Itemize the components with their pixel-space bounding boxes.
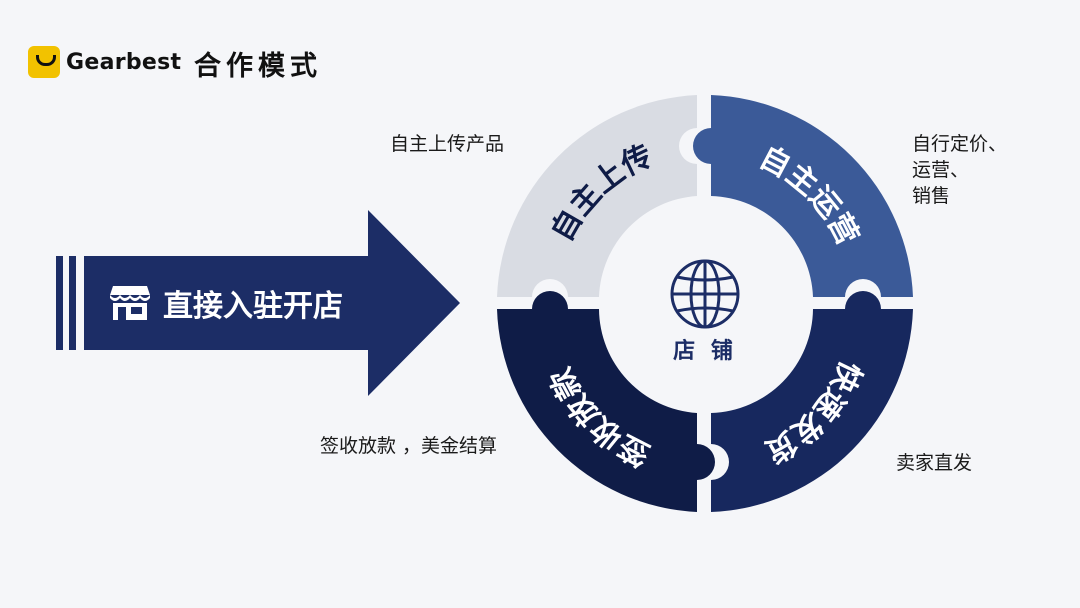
direct-entry-arrow: 直接入驻开店 <box>56 210 460 396</box>
page-title: 合作模式 <box>194 51 322 82</box>
brand-logo: Gearbest <box>28 46 181 78</box>
brand-name: Gearbest <box>66 49 182 75</box>
gearbest-logo-icon <box>28 46 60 78</box>
annotation-payout: 签收放款 ，美金结算 <box>320 435 498 457</box>
annotation-operate: 自行定价、 运营、 销售 <box>912 133 1008 207</box>
segment-operate <box>693 95 913 297</box>
segment-ship <box>711 291 913 512</box>
arrow-body <box>84 210 460 396</box>
arrow-label: 直接入驻开店 <box>163 289 343 324</box>
arrow-stripe <box>56 256 63 350</box>
segment-payout <box>497 291 715 512</box>
shop-icon <box>110 286 150 320</box>
annotation-upload: 自主上传产品 <box>390 133 505 155</box>
center-label: 店 铺 <box>673 338 737 364</box>
segment-upload <box>497 95 697 297</box>
annotation-ship: 卖家直发 <box>896 452 973 474</box>
arrow-stripe <box>69 256 76 350</box>
globe-icon <box>670 259 740 329</box>
